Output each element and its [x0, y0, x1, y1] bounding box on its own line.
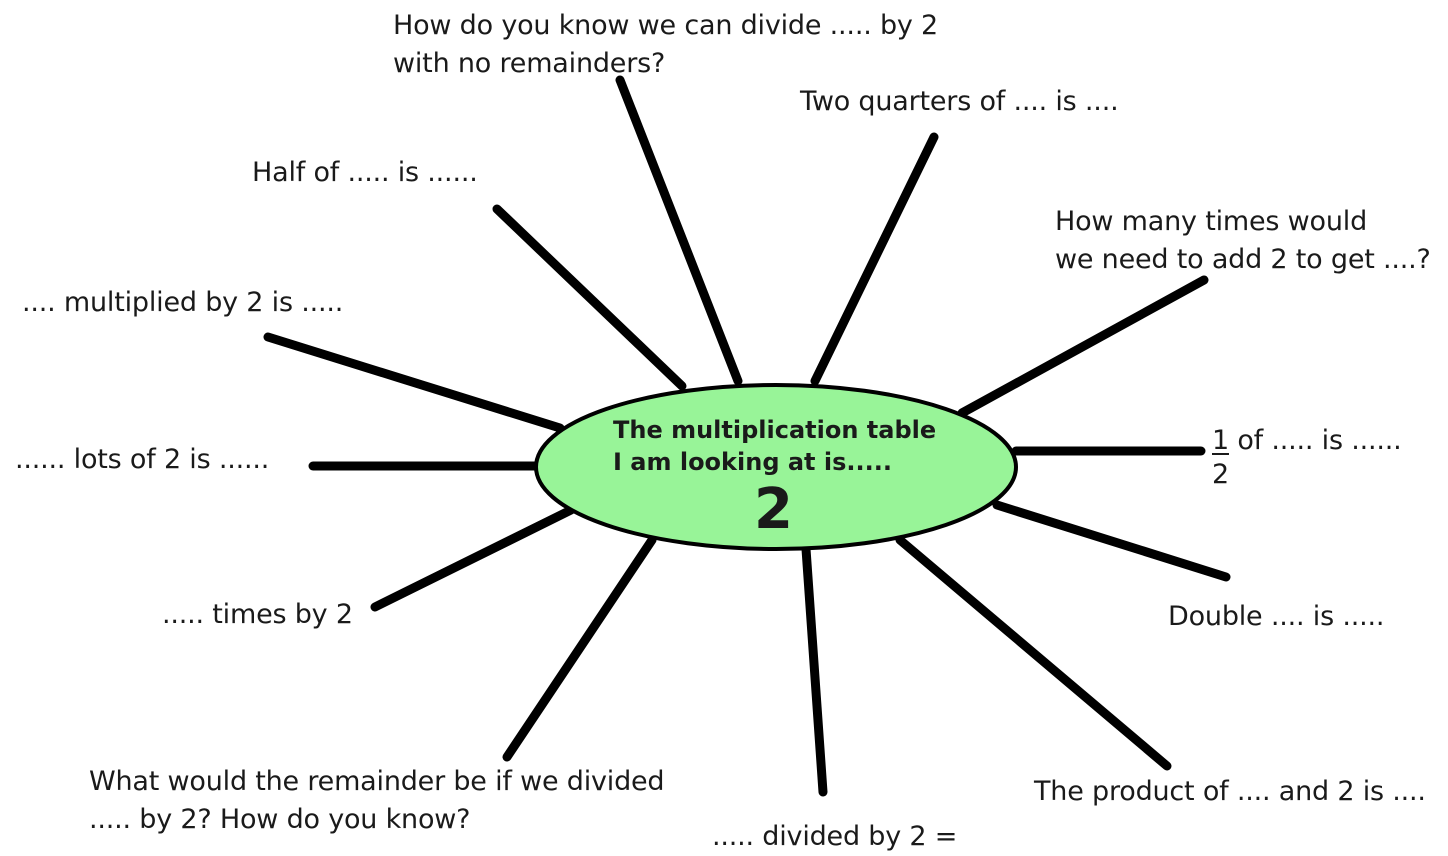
label-line: Two quarters of .... is .... — [800, 86, 1119, 117]
fraction-half: 1 2 — [1212, 424, 1229, 492]
center-title-line-2: I am looking at is..... — [613, 448, 892, 476]
label-add-2-times: How many times would we need to add 2 to… — [1055, 203, 1431, 279]
label-double: Double .... is ..... — [1168, 598, 1384, 636]
label-two-quarters: Two quarters of .... is .... — [800, 83, 1119, 121]
center-title: The multiplication table I am looking at… — [613, 414, 936, 478]
label-line: Double .... is ..... — [1168, 601, 1385, 632]
label-line: ...... lots of 2 is ...... — [15, 444, 270, 475]
fraction-denominator: 2 — [1212, 459, 1229, 490]
spoke-half-of — [492, 204, 687, 391]
label-divide-no-remainder: How do you know we can divide ..... by 2… — [393, 7, 938, 83]
label-line: How many times would — [1055, 206, 1368, 237]
spoke-times-by — [370, 505, 576, 612]
label-lots-of: ...... lots of 2 is ...... — [15, 441, 269, 479]
spoke-remainder — [502, 535, 657, 762]
label-line: ..... times by 2 — [162, 599, 353, 630]
spoke-add-2-times — [957, 275, 1209, 418]
spoke-two-quarters — [810, 132, 939, 386]
label-product-of: The product of .... and 2 is .... — [1034, 773, 1426, 811]
spoke-divide-no-remainder — [615, 75, 743, 386]
fraction-text: of ..... is ...... — [1228, 425, 1402, 456]
label-line: ..... divided by 2 = — [712, 821, 958, 852]
label-line: Half of ..... is ...... — [252, 157, 478, 188]
label-half-of: Half of ..... is ...... — [252, 154, 478, 192]
spokes — [263, 75, 1231, 797]
center-ellipse — [534, 383, 1018, 551]
label-line: .... multiplied by 2 is ..... — [22, 287, 344, 318]
label-line: with no remainders? — [393, 48, 666, 79]
label-fraction-of: 1 2 of ..... is ...... — [1212, 424, 1402, 492]
spoke-multiplied-by — [263, 332, 565, 433]
center-title-line-1: The multiplication table — [613, 416, 937, 444]
label-line: How do you know we can divide ..... by 2 — [393, 10, 939, 41]
label-remainder-question: What would the remainder be if we divide… — [89, 763, 665, 839]
label-line: ..... by 2? How do you know? — [89, 804, 471, 835]
spoke-product-of — [895, 535, 1172, 771]
spoke-divided-by — [801, 544, 828, 797]
spoke-double — [992, 500, 1231, 582]
label-line: we need to add 2 to get ....? — [1055, 244, 1431, 275]
center-number: 2 — [754, 477, 793, 542]
fraction-numerator: 1 — [1212, 425, 1229, 456]
label-multiplied-by: .... multiplied by 2 is ..... — [22, 284, 343, 322]
label-line: What would the remainder be if we divide… — [89, 766, 665, 797]
label-divided-by: ..... divided by 2 = — [712, 818, 957, 856]
label-line: The product of .... and 2 is .... — [1034, 776, 1426, 807]
label-times-by: ..... times by 2 — [162, 596, 353, 634]
